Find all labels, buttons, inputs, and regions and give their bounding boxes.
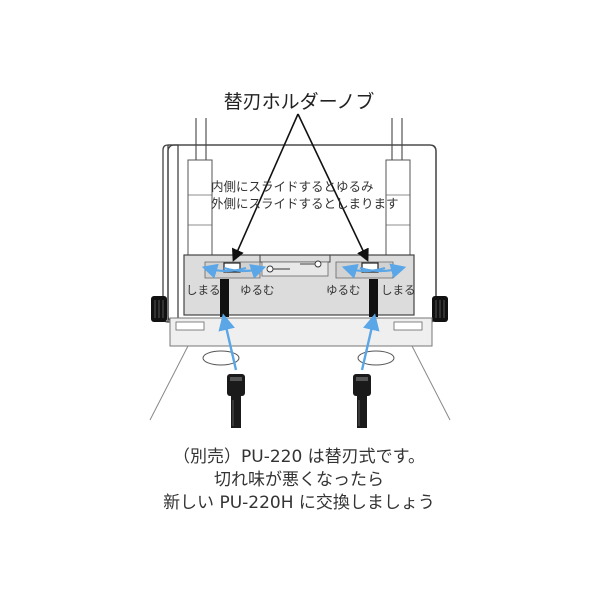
left-bolt (227, 374, 245, 428)
instruction-line-1: 内側にスライドするとゆるみ (211, 179, 374, 194)
side-knobs (151, 296, 448, 322)
caption-line-2: 切れ味が悪くなったら (214, 470, 384, 490)
instruction-line-2: 外側にスライドするとしまります (211, 196, 399, 211)
label-left-loosen: ゆるむ (240, 283, 275, 297)
right-bolt (353, 374, 371, 428)
label-right-tighten: しまる (381, 283, 416, 297)
right-blade-post (369, 279, 378, 317)
knob-title: 替刃ホルダーノブ (223, 91, 375, 113)
caption-line-1: （別売）PU-220 は替刃式です。 (173, 447, 425, 467)
bolt-insert-arrows (218, 313, 380, 371)
slide-direction-arrows (201, 263, 407, 279)
main-body (162, 144, 437, 323)
base-plate (149, 317, 451, 421)
title-leader-arrows (232, 113, 369, 262)
label-left-tighten: しまる (186, 283, 221, 297)
caption-line-3: 新しい PU-220H に交換しましょう (163, 493, 435, 513)
label-right-loosen: ゆるむ (326, 283, 361, 297)
left-blade-post (220, 279, 229, 317)
